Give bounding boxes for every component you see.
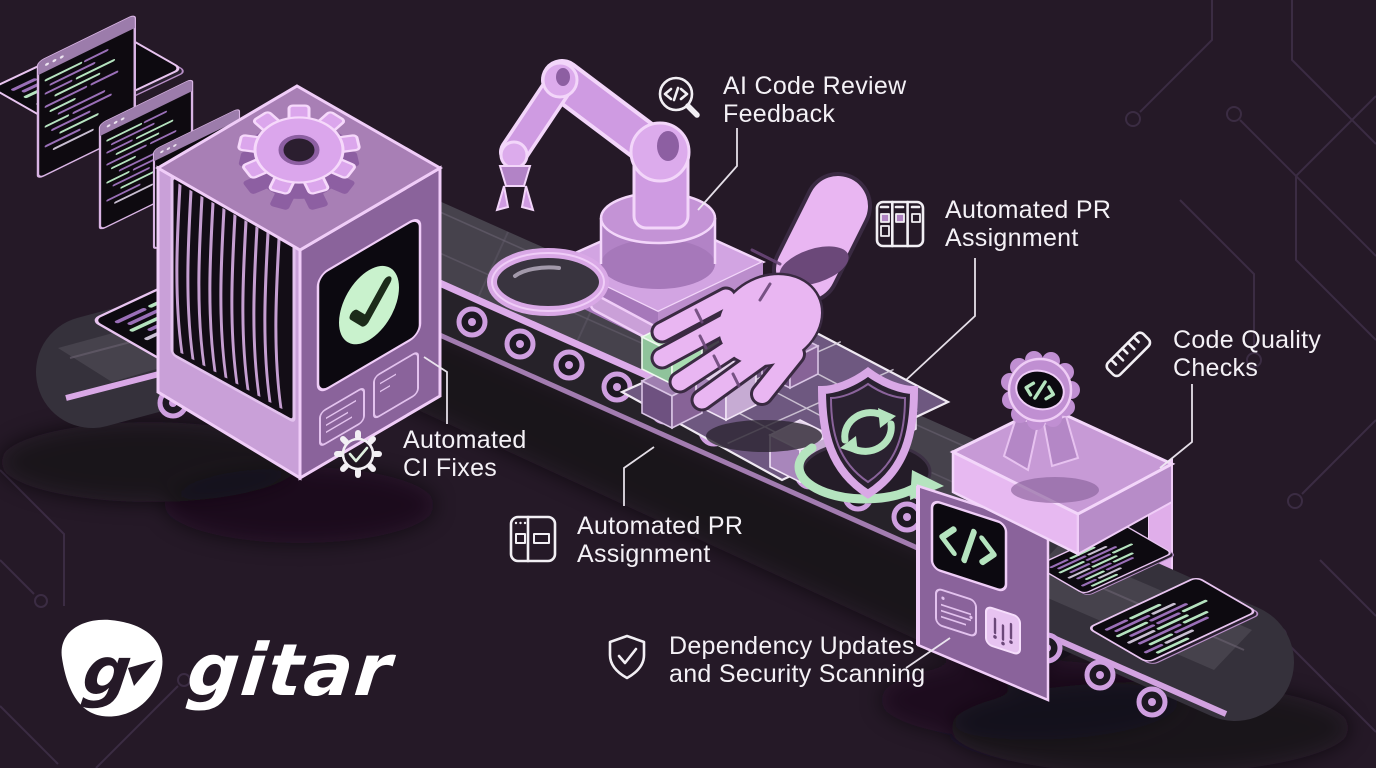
robot-hand [650, 172, 872, 452]
sync-shield [794, 367, 944, 504]
gear-topper [237, 104, 361, 210]
strip-curtain [170, 175, 296, 422]
award-badge [1001, 351, 1080, 472]
ci-machine [155, 84, 443, 481]
check-screen [316, 218, 422, 446]
leader-lines [423, 128, 1193, 669]
keypad [985, 606, 1021, 655]
vent-panel [935, 588, 977, 637]
magnifier-on-belt [487, 248, 661, 342]
output-conveyor [1019, 523, 1294, 721]
quality-gate-machine [916, 404, 1176, 702]
code-screen [930, 500, 1008, 592]
